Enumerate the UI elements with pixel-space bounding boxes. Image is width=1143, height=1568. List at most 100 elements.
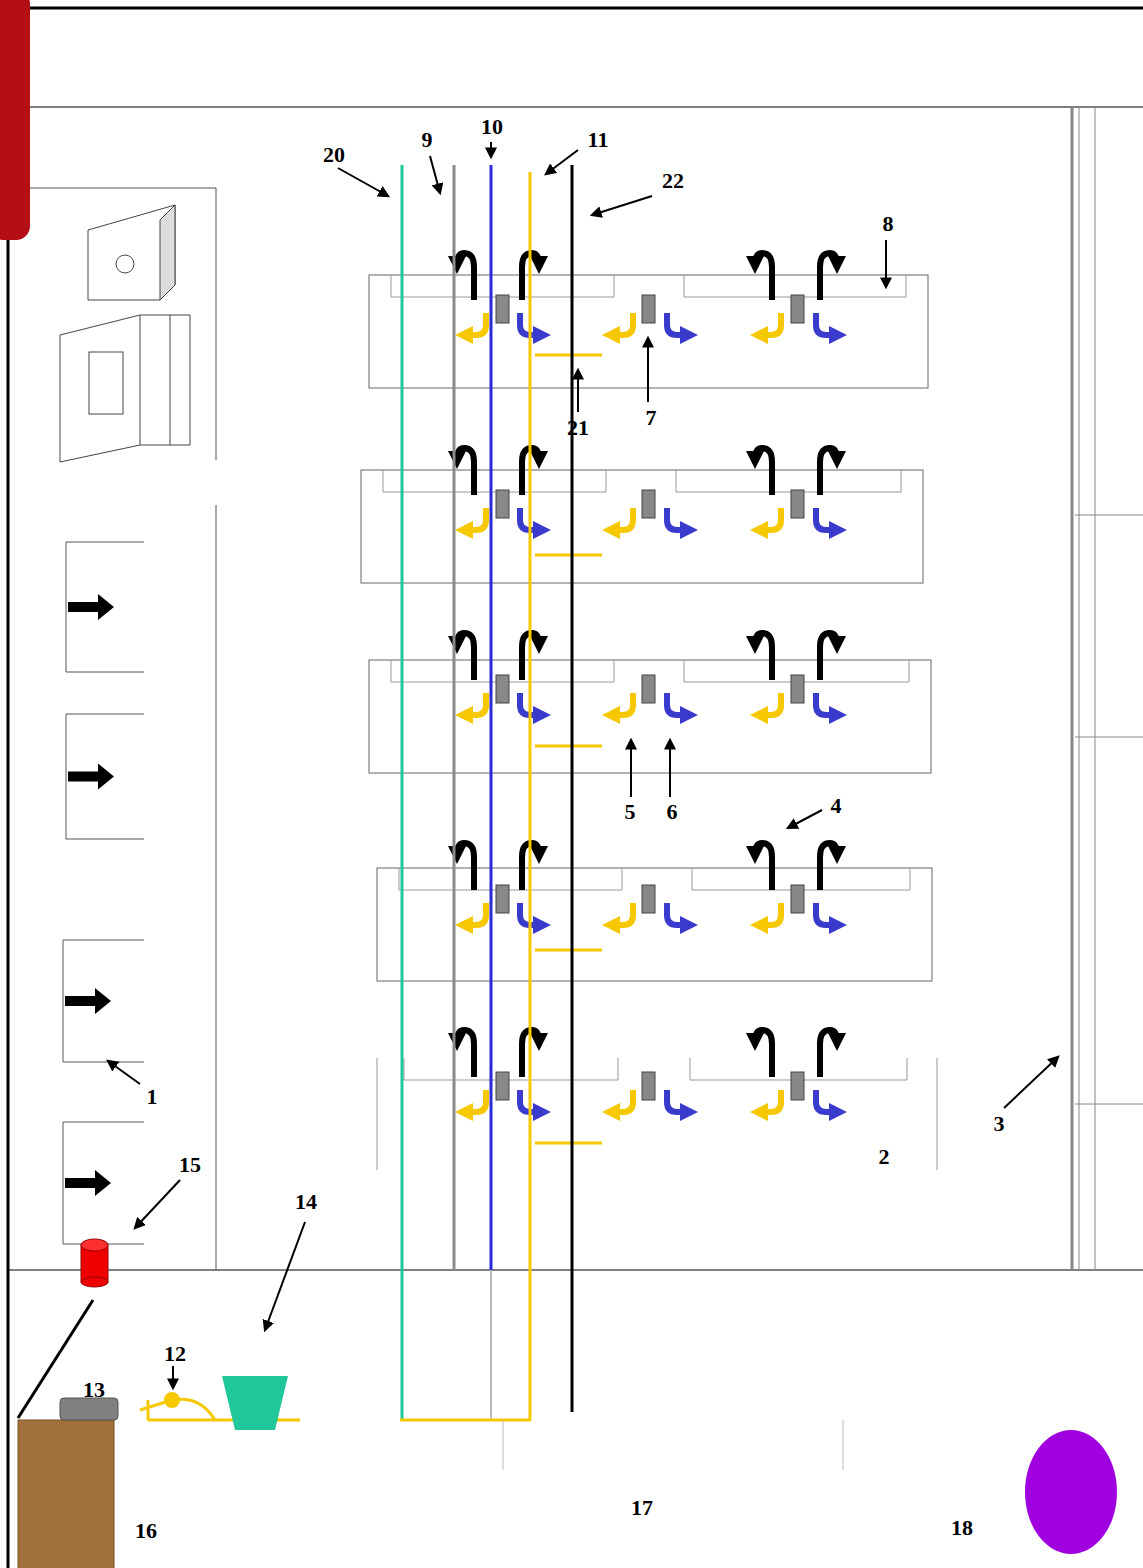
door: [66, 714, 144, 839]
supply-arrow: [611, 1090, 633, 1112]
callout-number: 8: [881, 212, 896, 236]
cabinet: [140, 315, 141, 445]
callout-number: 13: [81, 1378, 107, 1402]
leader-line: [265, 1222, 305, 1330]
cabinet: [170, 315, 171, 445]
outlet: [791, 885, 804, 913]
callout-number: 22: [660, 169, 686, 193]
door-arrow: [68, 594, 114, 620]
return-arrow: [816, 508, 838, 530]
equipment: [88, 205, 175, 300]
outlet: [791, 675, 804, 703]
callout-number: 10: [479, 115, 505, 139]
leader-line: [788, 810, 822, 828]
air-flow-arrow: [457, 448, 474, 495]
outlet: [642, 675, 655, 703]
leader-line: [577, 370, 579, 412]
callout-number: 6: [665, 800, 680, 824]
purple-tank: [1025, 1430, 1117, 1554]
return-arrow: [816, 1090, 838, 1112]
supply-arrow: [759, 313, 781, 335]
branch-pipe: [535, 354, 602, 357]
air-flow-arrow: [457, 253, 474, 300]
leader-line: [430, 156, 440, 193]
branch-pipe: [535, 949, 602, 952]
leader-line: [172, 1366, 174, 1388]
cabinet: [89, 352, 123, 414]
air-flow-arrow: [755, 633, 772, 680]
door-arrow: [68, 764, 114, 790]
return-arrow: [816, 313, 838, 335]
supply-arrow: [464, 508, 486, 530]
red-tab: [0, 0, 30, 240]
outlet: [642, 490, 655, 518]
door: [63, 1122, 144, 1244]
benches: [361, 253, 937, 1170]
frame-line: [7, 240, 10, 1568]
callout-number: 9: [420, 128, 435, 152]
frame-line: [8, 1270, 1143, 1271]
outlet: [496, 675, 509, 703]
bench-tray: [391, 275, 906, 297]
equipment: [116, 255, 134, 273]
return-arrow: [667, 313, 689, 335]
door-arrow: [65, 988, 111, 1014]
callout-number: 15: [177, 1153, 203, 1177]
callout-number: 3: [992, 1112, 1007, 1136]
callout-number: 1: [145, 1085, 160, 1109]
supply-arrow: [464, 313, 486, 335]
callout-number: 16: [133, 1519, 159, 1543]
return-arrow: [816, 903, 838, 925]
air-flow-arrow: [755, 253, 772, 300]
room-wall: [30, 188, 216, 1270]
air-flow-arrow: [820, 633, 837, 680]
supply-arrow: [611, 313, 633, 335]
outlet: [496, 885, 509, 913]
callout-number: 5: [623, 800, 638, 824]
callout-number: 12: [162, 1342, 188, 1366]
air-flow-arrow: [820, 843, 837, 890]
frame-line: [30, 107, 1143, 108]
outlet: [496, 295, 509, 323]
leader-line: [592, 196, 652, 215]
return-arrow: [667, 903, 689, 925]
outlet: [496, 1072, 509, 1100]
return-arrow: [667, 693, 689, 715]
doors: [63, 542, 144, 1244]
bench: [377, 1058, 937, 1170]
return-arrow: [667, 508, 689, 530]
leader-line: [338, 168, 388, 196]
door: [63, 940, 144, 1062]
branch-pipe: [535, 554, 602, 557]
leader-line: [630, 740, 632, 797]
supply-arrow: [759, 693, 781, 715]
callout-number: 2: [877, 1145, 892, 1169]
callout-number: 11: [586, 128, 611, 152]
supply-arrow: [464, 1090, 486, 1112]
filter: [222, 1376, 288, 1430]
outlet: [642, 295, 655, 323]
outlet: [791, 1072, 804, 1100]
bench: [377, 868, 932, 981]
callout-number: 14: [293, 1190, 319, 1214]
branch-pipe: [535, 745, 602, 748]
outlet: [791, 295, 804, 323]
air-flow-arrow: [820, 1030, 837, 1077]
air-flow-arrow: [457, 843, 474, 890]
leader-line: [647, 338, 649, 402]
outlet: [496, 490, 509, 518]
leader-line: [885, 240, 887, 287]
air-flow-arrow: [755, 448, 772, 495]
pump: [164, 1392, 180, 1408]
leader-line: [546, 150, 578, 174]
red-cylinder: [81, 1239, 108, 1287]
return-arrow: [816, 693, 838, 715]
callout-number: 21: [565, 416, 591, 440]
bench-tray: [383, 470, 901, 492]
supply-arrow: [464, 903, 486, 925]
outlet: [642, 885, 655, 913]
door-arrow: [65, 1170, 111, 1196]
air-flow-arrow: [457, 1030, 474, 1077]
